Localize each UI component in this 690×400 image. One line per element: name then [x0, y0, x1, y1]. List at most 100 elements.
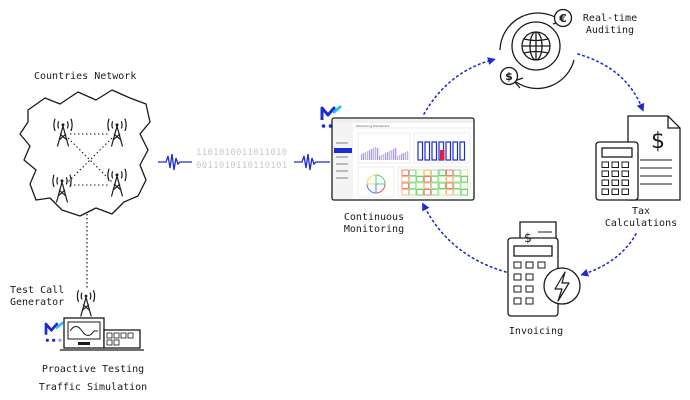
arrow-auditing-to-tax: [577, 53, 645, 112]
dashboard-bar: [373, 148, 375, 160]
cell-tower-icon: [107, 168, 127, 197]
dashboard-bar: [385, 153, 387, 160]
dashboard-bar: [401, 154, 403, 160]
cell-tower-icon: [52, 174, 72, 203]
brand-logo-small: [44, 321, 64, 342]
cell-towers: [52, 118, 127, 203]
tower-brace: [112, 183, 122, 191]
calculator-key: [621, 179, 629, 186]
arrow-tax-to-invoicing: [580, 233, 637, 277]
tower-wave-left: [111, 171, 114, 179]
dashboard-bar: [389, 151, 391, 160]
label-tax-line2: Calculations: [604, 218, 678, 229]
cell-tower-icon: [53, 118, 73, 147]
dashboard-heat-cell: [401, 176, 409, 183]
dashboard-bar: [371, 149, 373, 160]
dashboard-pie-slice: [375, 174, 386, 185]
logo-accent: [55, 321, 64, 329]
tower-wave-right: [69, 174, 72, 188]
dashboard-bar: [407, 151, 409, 160]
calculator-keys: [601, 161, 629, 195]
binary-stream: 1101010011011010 0011010110110101: [196, 148, 288, 171]
signal-wave-right: [294, 153, 330, 171]
logo-dot: [52, 338, 56, 342]
binary-line-1: 1101010011011010: [196, 148, 288, 158]
dashboard-heat-cell: [408, 182, 417, 189]
logo-m-shape: [44, 322, 59, 335]
tower-wave-right: [120, 171, 123, 179]
dashboard-heat-cell: [431, 169, 439, 176]
dashboard-column: [452, 141, 459, 161]
calculator-key: [621, 170, 629, 177]
tower-wave-right: [120, 121, 123, 129]
tower-wave-left: [107, 168, 110, 182]
label-tax-calculations: Tax Calculations: [605, 206, 677, 230]
dashboard-heat-cell: [460, 169, 469, 176]
signal-wave-left: [158, 153, 192, 171]
dashboard-bar: [365, 152, 367, 160]
calculator-key: [621, 161, 629, 168]
dashboard-heat-cell: [453, 189, 461, 196]
dashboard-heat-cell: [401, 182, 409, 189]
invoice-key: [525, 297, 534, 305]
cell-tower-icon: [76, 290, 96, 317]
dashboard-column: [417, 141, 424, 161]
dashboard-heat-cell: [416, 182, 424, 189]
dashboard-header-text: Monitoring Dashboard: [356, 124, 389, 128]
label-tax-line1: Tax: [631, 206, 651, 217]
dashboard-heat-cell: [453, 176, 461, 183]
invoice-key: [525, 285, 534, 293]
label-test-call-line1: Test Call: [10, 285, 65, 296]
logo-dot: [58, 338, 62, 342]
dashboard-heat-cell: [416, 189, 424, 196]
tower-wave-right: [124, 118, 127, 132]
dashboard-column-alert: [440, 150, 445, 160]
tower-brace: [112, 133, 122, 141]
dashboard-heat-cell: [416, 176, 424, 183]
dashboard-heat-cell: [460, 189, 469, 196]
label-continuous-monitoring: Continuous Monitoring: [344, 212, 404, 236]
tower-wave-right: [66, 121, 69, 129]
dashboard-column: [445, 141, 452, 161]
tower-wave-right: [124, 168, 127, 182]
tower-brace: [57, 189, 67, 197]
dashboard-heat-cell: [445, 169, 454, 176]
tower-wave-left: [53, 118, 56, 132]
calculator-key: [611, 161, 619, 168]
invoice-key: [513, 297, 522, 305]
dashboard-bar: [403, 153, 405, 160]
lightning-badge-icon: [543, 267, 581, 305]
dashboard-heat-cell: [438, 169, 446, 176]
tax-dollar-icon: $: [651, 129, 665, 154]
label-proactive-testing: Proactive Testing: [41, 364, 145, 375]
calculator-key: [611, 188, 619, 195]
tower-wave-left: [57, 121, 60, 129]
label-realtime-auditing: Real-time Auditing: [583, 13, 637, 37]
calculator-key: [601, 188, 609, 195]
dashboard-heat-cell: [460, 182, 469, 189]
dashboard-heat-cell: [453, 182, 461, 189]
test-call-generator-device: [60, 317, 144, 351]
dashboard-bar: [391, 150, 393, 160]
dashboard-bar: [393, 149, 395, 160]
label-invoicing: Invoicing: [508, 326, 564, 337]
label-traffic-simulation: Traffic Simulation: [38, 382, 148, 393]
dashboard-heat-cell: [453, 169, 461, 176]
invoice-keys: [513, 261, 546, 305]
countries-network-map: [19, 89, 151, 217]
dashboard-bar: [387, 152, 389, 160]
tower-brace: [82, 304, 90, 311]
dashboard-heat-cell: [438, 176, 446, 183]
dashboard-bar: [399, 155, 401, 160]
dashboard-bar: [395, 148, 397, 160]
dashboard-bar: [381, 155, 383, 160]
dashboard-heat-cell: [408, 189, 417, 196]
cell-tower-icon: [107, 118, 127, 147]
tower-tip: [84, 294, 88, 298]
invoice-key: [525, 273, 534, 281]
dashboard-bar: [369, 150, 371, 160]
calculator-key: [601, 179, 609, 186]
dashboard-heat-cell: [423, 176, 432, 183]
euro-coin-icon: €: [558, 12, 567, 25]
dashboard-heat-cell: [423, 182, 432, 189]
